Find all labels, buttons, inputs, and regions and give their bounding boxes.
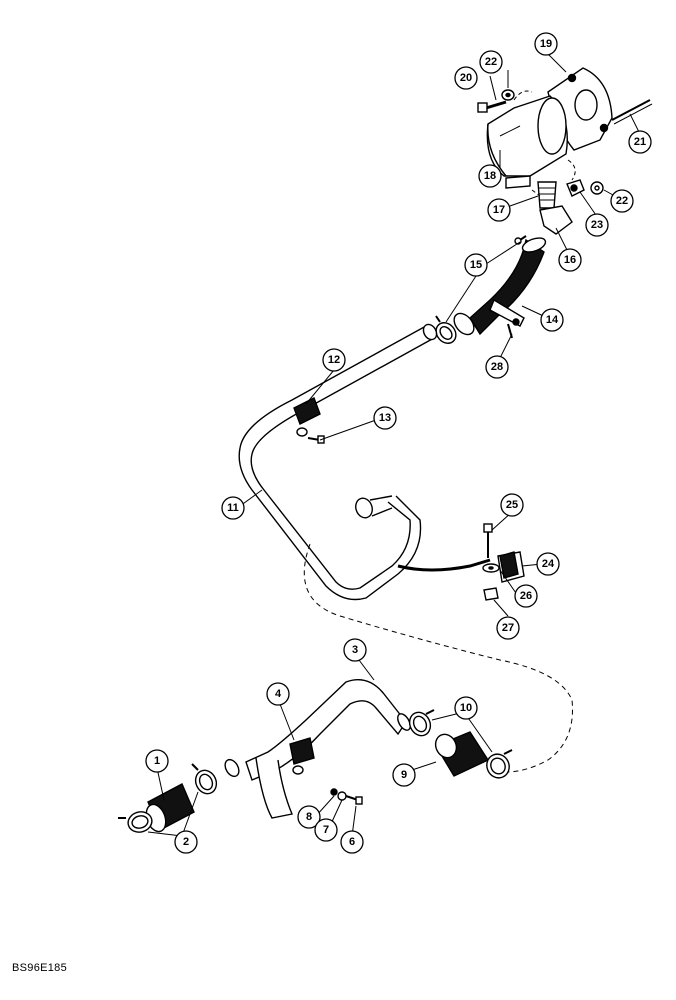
svg-text:22: 22 xyxy=(485,56,497,68)
svg-text:15: 15 xyxy=(470,259,482,271)
callout-15: 15 xyxy=(464,253,488,277)
callout-8: 8 xyxy=(297,805,321,829)
svg-text:27: 27 xyxy=(502,622,514,634)
callout-19: 19 xyxy=(534,32,558,56)
svg-text:20: 20 xyxy=(460,72,472,84)
svg-text:13: 13 xyxy=(379,412,391,424)
callout-3: 3 xyxy=(343,638,367,662)
callout-13: 13 xyxy=(373,406,397,430)
svg-text:21: 21 xyxy=(634,136,646,148)
svg-text:28: 28 xyxy=(491,361,503,373)
callout-9: 9 xyxy=(392,763,416,787)
callout-11: 11 xyxy=(221,496,245,520)
callout-10: 10 xyxy=(454,696,478,720)
callout-4: 4 xyxy=(266,682,290,706)
svg-text:14: 14 xyxy=(546,314,559,326)
tube-assembly xyxy=(238,323,438,601)
svg-text:19: 19 xyxy=(540,38,552,50)
top-guide-lines xyxy=(513,90,576,197)
svg-text:12: 12 xyxy=(328,354,340,366)
callout-20: 20 xyxy=(454,66,478,90)
callout-16: 16 xyxy=(558,248,582,272)
svg-text:16: 16 xyxy=(564,254,576,266)
thermostat-housing-assembly xyxy=(477,67,653,235)
svg-text:24: 24 xyxy=(542,558,555,570)
callout-6: 6 xyxy=(340,830,364,854)
svg-text:7: 7 xyxy=(323,824,329,836)
callout-24: 24 xyxy=(536,552,560,576)
callout-25: 25 xyxy=(500,493,524,517)
svg-text:11: 11 xyxy=(227,502,239,514)
routing-guide-line xyxy=(303,543,573,773)
callout-21: 21 xyxy=(628,130,652,154)
callout-1: 1 xyxy=(145,749,169,773)
callout-28: 28 xyxy=(485,355,509,379)
lower-hose-assembly xyxy=(118,679,513,833)
svg-text:6: 6 xyxy=(349,836,355,848)
callout-23: 23 xyxy=(585,213,609,237)
svg-text:18: 18 xyxy=(484,170,496,182)
callout-22-right: 22 xyxy=(610,189,634,213)
svg-text:10: 10 xyxy=(460,702,472,714)
callout-14: 14 xyxy=(540,308,564,332)
callout-7: 7 xyxy=(314,818,338,842)
svg-text:22: 22 xyxy=(616,195,628,207)
svg-text:23: 23 xyxy=(591,219,603,231)
callout-12: 12 xyxy=(322,348,346,372)
svg-text:3: 3 xyxy=(352,644,358,656)
hose-assembly-upper xyxy=(435,235,547,344)
callout-22-upper: 22 xyxy=(479,50,503,74)
sender-mount-parts xyxy=(397,523,525,601)
callout-27: 27 xyxy=(496,616,520,640)
callout-18: 18 xyxy=(478,164,502,188)
svg-text:17: 17 xyxy=(493,204,505,216)
svg-text:9: 9 xyxy=(401,769,407,781)
figure-reference-code: BS96E185 xyxy=(12,962,67,974)
svg-text:2: 2 xyxy=(183,836,189,848)
svg-text:25: 25 xyxy=(506,499,518,511)
svg-text:1: 1 xyxy=(154,755,160,767)
callout-26: 26 xyxy=(514,584,538,608)
svg-text:4: 4 xyxy=(275,688,282,700)
callout-17: 17 xyxy=(487,198,511,222)
svg-text:26: 26 xyxy=(520,590,532,602)
callout-2: 2 xyxy=(174,830,198,854)
svg-text:8: 8 xyxy=(306,811,312,823)
